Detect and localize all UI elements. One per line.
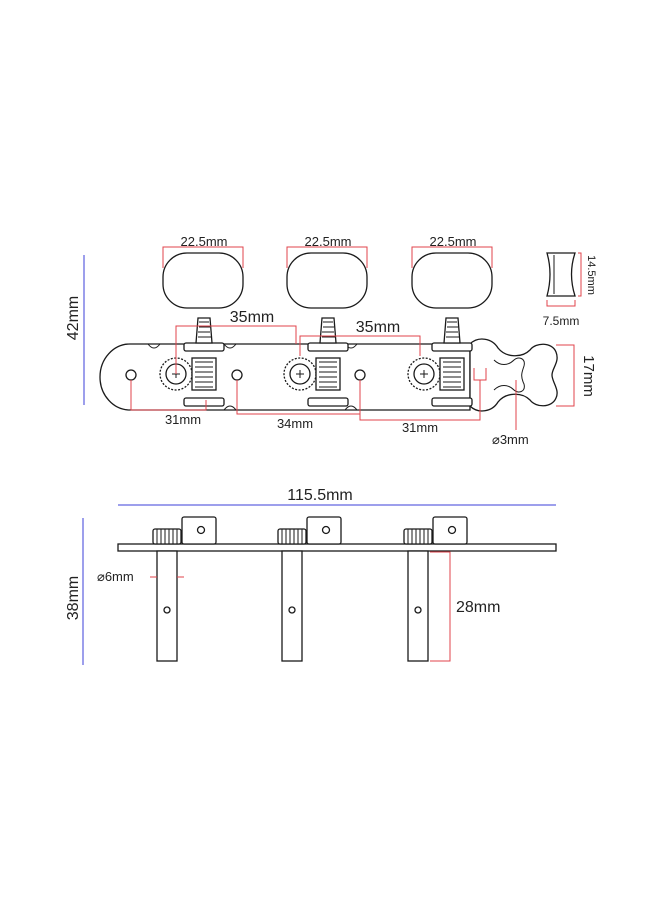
plate-end-height-label: 17mm	[580, 355, 597, 397]
plate-hole-3	[354, 369, 366, 381]
knob-side-detail: 7.5mm 14.5mm	[543, 252, 597, 328]
overall-length-dimension: 115.5mm	[118, 487, 556, 506]
post-length-label: 28mm	[456, 599, 500, 616]
string-post-3	[407, 550, 429, 662]
screw-hole-dimension: ⌀3mm	[473, 368, 529, 447]
overall-length-label: 115.5mm	[287, 487, 353, 504]
tuner-gear-2	[283, 357, 341, 391]
post-diameter-dimension: ⌀6mm	[97, 569, 184, 584]
plate-hole-1	[125, 369, 137, 381]
side-height-label: 38mm	[65, 576, 82, 620]
top-view: 42mm	[65, 234, 597, 447]
side-height-dimension: 38mm	[65, 518, 84, 665]
knob-width-dimensions: 22.5mm 22.5mm 22.5mm	[162, 234, 493, 268]
post-spacing-dimensions: 35mm 35mm	[175, 309, 421, 374]
plate-end-height-dimension: 17mm	[556, 344, 597, 407]
side-gears	[152, 516, 468, 545]
knob-side-width-label: 7.5mm	[543, 314, 580, 328]
tuner-gear-3	[407, 357, 465, 391]
tuner-knob-2	[286, 252, 368, 344]
tuner-knob-1	[162, 252, 244, 344]
string-post-1	[156, 550, 178, 662]
post-spacing-label-2: 35mm	[356, 319, 400, 336]
screw-hole-label: ⌀3mm	[492, 432, 529, 447]
string-post-2	[281, 550, 303, 662]
hole-spacing-label-1: 31mm	[165, 412, 201, 427]
tuner-gear-1	[159, 357, 217, 391]
post-length-dimension: 28mm	[430, 551, 500, 662]
hole-spacing-label-2: 34mm	[277, 416, 313, 431]
plate-hole-2	[231, 369, 243, 381]
knob-width-label-3: 22.5mm	[430, 234, 477, 249]
hole-spacing-label-3: 31mm	[402, 420, 438, 435]
plate-end	[469, 338, 558, 412]
knob-width-label-1: 22.5mm	[181, 234, 228, 249]
tuner-bushings	[183, 342, 473, 407]
knob-width-label-2: 22.5mm	[305, 234, 352, 249]
post-diameter-label: ⌀6mm	[97, 569, 134, 584]
tuner-knob-3	[411, 252, 493, 344]
side-plate	[117, 543, 557, 552]
hole-spacing-dimensions: 31mm 34mm 31mm	[130, 380, 481, 435]
string-posts	[156, 550, 429, 662]
knob-side-height-label: 14.5mm	[585, 255, 597, 295]
overall-height-dimension: 42mm	[65, 255, 85, 405]
overall-height-label: 42mm	[65, 296, 82, 340]
post-spacing-label-1: 35mm	[230, 309, 274, 326]
side-view: 115.5mm 38mm	[65, 487, 557, 665]
